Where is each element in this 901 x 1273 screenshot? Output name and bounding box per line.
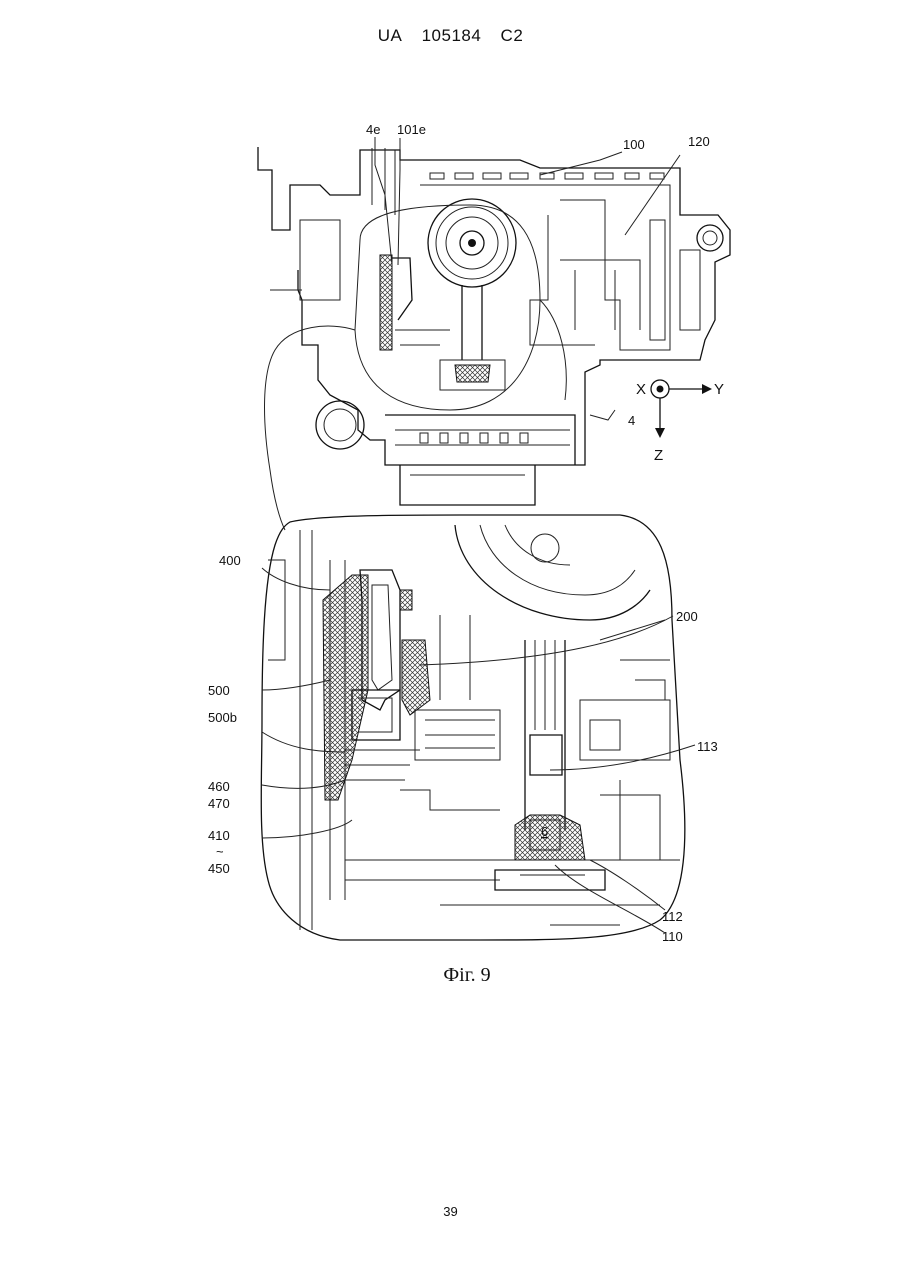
figure-caption: Фіг. 9 <box>0 964 901 987</box>
label-460: 460 <box>208 779 230 794</box>
axis-indicator: X Y Z <box>636 380 724 464</box>
axis-z-label: Z <box>654 447 663 464</box>
label-4: 4 <box>628 413 635 428</box>
label-113: 113 <box>697 739 718 754</box>
callout-labels: 4e 101e 100 120 4 400 200 500 500b 113 4… <box>208 122 718 944</box>
label-450: 450 <box>208 861 230 876</box>
label-tilde: ~ <box>216 844 224 859</box>
label-410: 410 <box>208 828 230 843</box>
label-100: 100 <box>623 137 645 152</box>
axis-y-label: Y <box>714 381 724 398</box>
detail-leader-left <box>265 326 355 530</box>
label-470: 470 <box>208 796 230 811</box>
label-400: 400 <box>219 553 241 568</box>
label-500b: 500b <box>208 710 237 725</box>
label-6: 6 <box>541 824 548 839</box>
axis-x-label: X <box>636 381 646 398</box>
label-110: 110 <box>662 929 683 944</box>
page-number: 39 <box>0 1204 901 1219</box>
detail-leader-right <box>540 300 566 400</box>
detail-view <box>261 515 685 940</box>
label-120: 120 <box>688 134 710 149</box>
label-101e: 101e <box>397 122 426 137</box>
label-112: 112 <box>662 909 683 924</box>
label-4e: 4e <box>366 122 380 137</box>
label-500: 500 <box>208 683 230 698</box>
label-200: 200 <box>676 609 698 624</box>
leader-lines <box>262 137 695 933</box>
